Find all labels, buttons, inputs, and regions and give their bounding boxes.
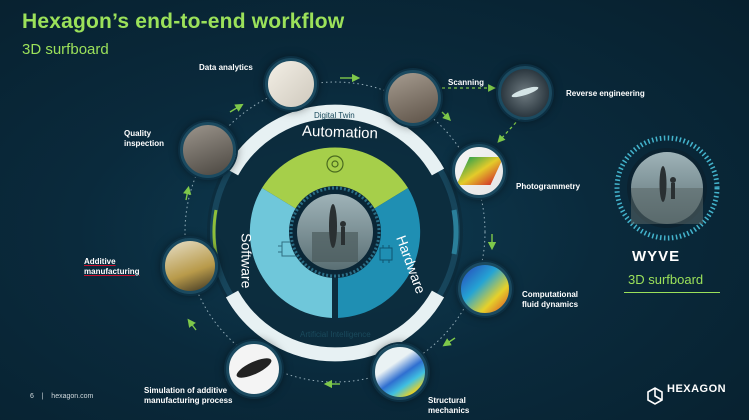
orbit-ring	[184, 81, 486, 383]
ring-top-label: Digital Twin	[314, 111, 355, 120]
step-simulation: Simulation of additive manufacturing pro…	[144, 386, 232, 406]
step-reverse-engineering: Reverse engineering	[566, 89, 645, 98]
wyve-ring	[614, 135, 720, 241]
step-structural-line1: Structural	[428, 396, 466, 405]
footer-separator: |	[41, 393, 44, 400]
step-cfd-line2: fluid dynamics	[522, 300, 579, 309]
additive-manufacturing-node[interactable]	[162, 238, 218, 294]
simulation-node[interactable]	[226, 341, 282, 397]
automation-segment	[262, 147, 408, 210]
photogrammetry-node[interactable]	[452, 144, 506, 198]
footer: 6 | hexagon.com	[30, 393, 93, 400]
chip-icon	[379, 245, 393, 263]
product-name: WYVE	[632, 248, 681, 265]
hardware-segment	[338, 188, 421, 318]
quality-inspection-node[interactable]	[180, 122, 236, 178]
brand-logo-text: HEXAGON	[667, 383, 727, 395]
step-additive: Additive manufacturing	[84, 257, 140, 277]
brand-logo: HEXAGON	[648, 383, 726, 395]
step-quality: Quality inspection	[124, 129, 164, 149]
cfd-node[interactable]	[458, 262, 512, 316]
step-cfd-line1: Computational	[522, 290, 578, 299]
step-quality-line1: Quality	[124, 129, 152, 138]
hexagon-logo-icon	[647, 387, 663, 405]
reverse-link	[497, 117, 521, 143]
product-label: 3D surfboard	[628, 272, 704, 287]
step-simulation-line2: manufacturing process	[144, 396, 233, 405]
software-label: Software	[238, 233, 255, 289]
structural-mechanics-node[interactable]	[372, 344, 428, 400]
step-structural: Structural mechanics	[428, 396, 469, 416]
scanning-node[interactable]	[385, 70, 441, 126]
data-analytics-node[interactable]	[265, 58, 317, 110]
page-title: Hexagon’s end-to-end workflow	[22, 10, 345, 33]
gear-icon	[326, 155, 344, 173]
ring-bottom-label: Artificial Intelligence	[300, 330, 371, 339]
step-scanning: Scanning	[448, 78, 485, 87]
step-photogrammetry: Photogrammetry	[516, 182, 581, 191]
software-segment	[249, 188, 332, 318]
orbit-arrows	[183, 73, 497, 389]
outer-arc-band	[225, 104, 445, 176]
step-structural-line2: mechanics	[428, 406, 470, 415]
reverse-engineering-node[interactable]	[498, 66, 552, 120]
step-simulation-line1: Simulation of additive	[144, 386, 228, 395]
step-additive-line1: Additive	[84, 257, 116, 266]
step-additive-line2: manufacturing	[84, 267, 140, 276]
page-subtitle: 3D surfboard	[22, 41, 109, 58]
step-data-analytics: Data analytics	[199, 63, 253, 72]
step-cfd: Computational fluid dynamics	[522, 290, 578, 310]
automation-label: Automation	[301, 122, 379, 143]
product-underline	[624, 292, 720, 293]
page-number: 6	[30, 393, 34, 400]
step-quality-line2: inspection	[124, 139, 165, 148]
footer-site-link[interactable]: hexagon.com	[51, 393, 94, 400]
